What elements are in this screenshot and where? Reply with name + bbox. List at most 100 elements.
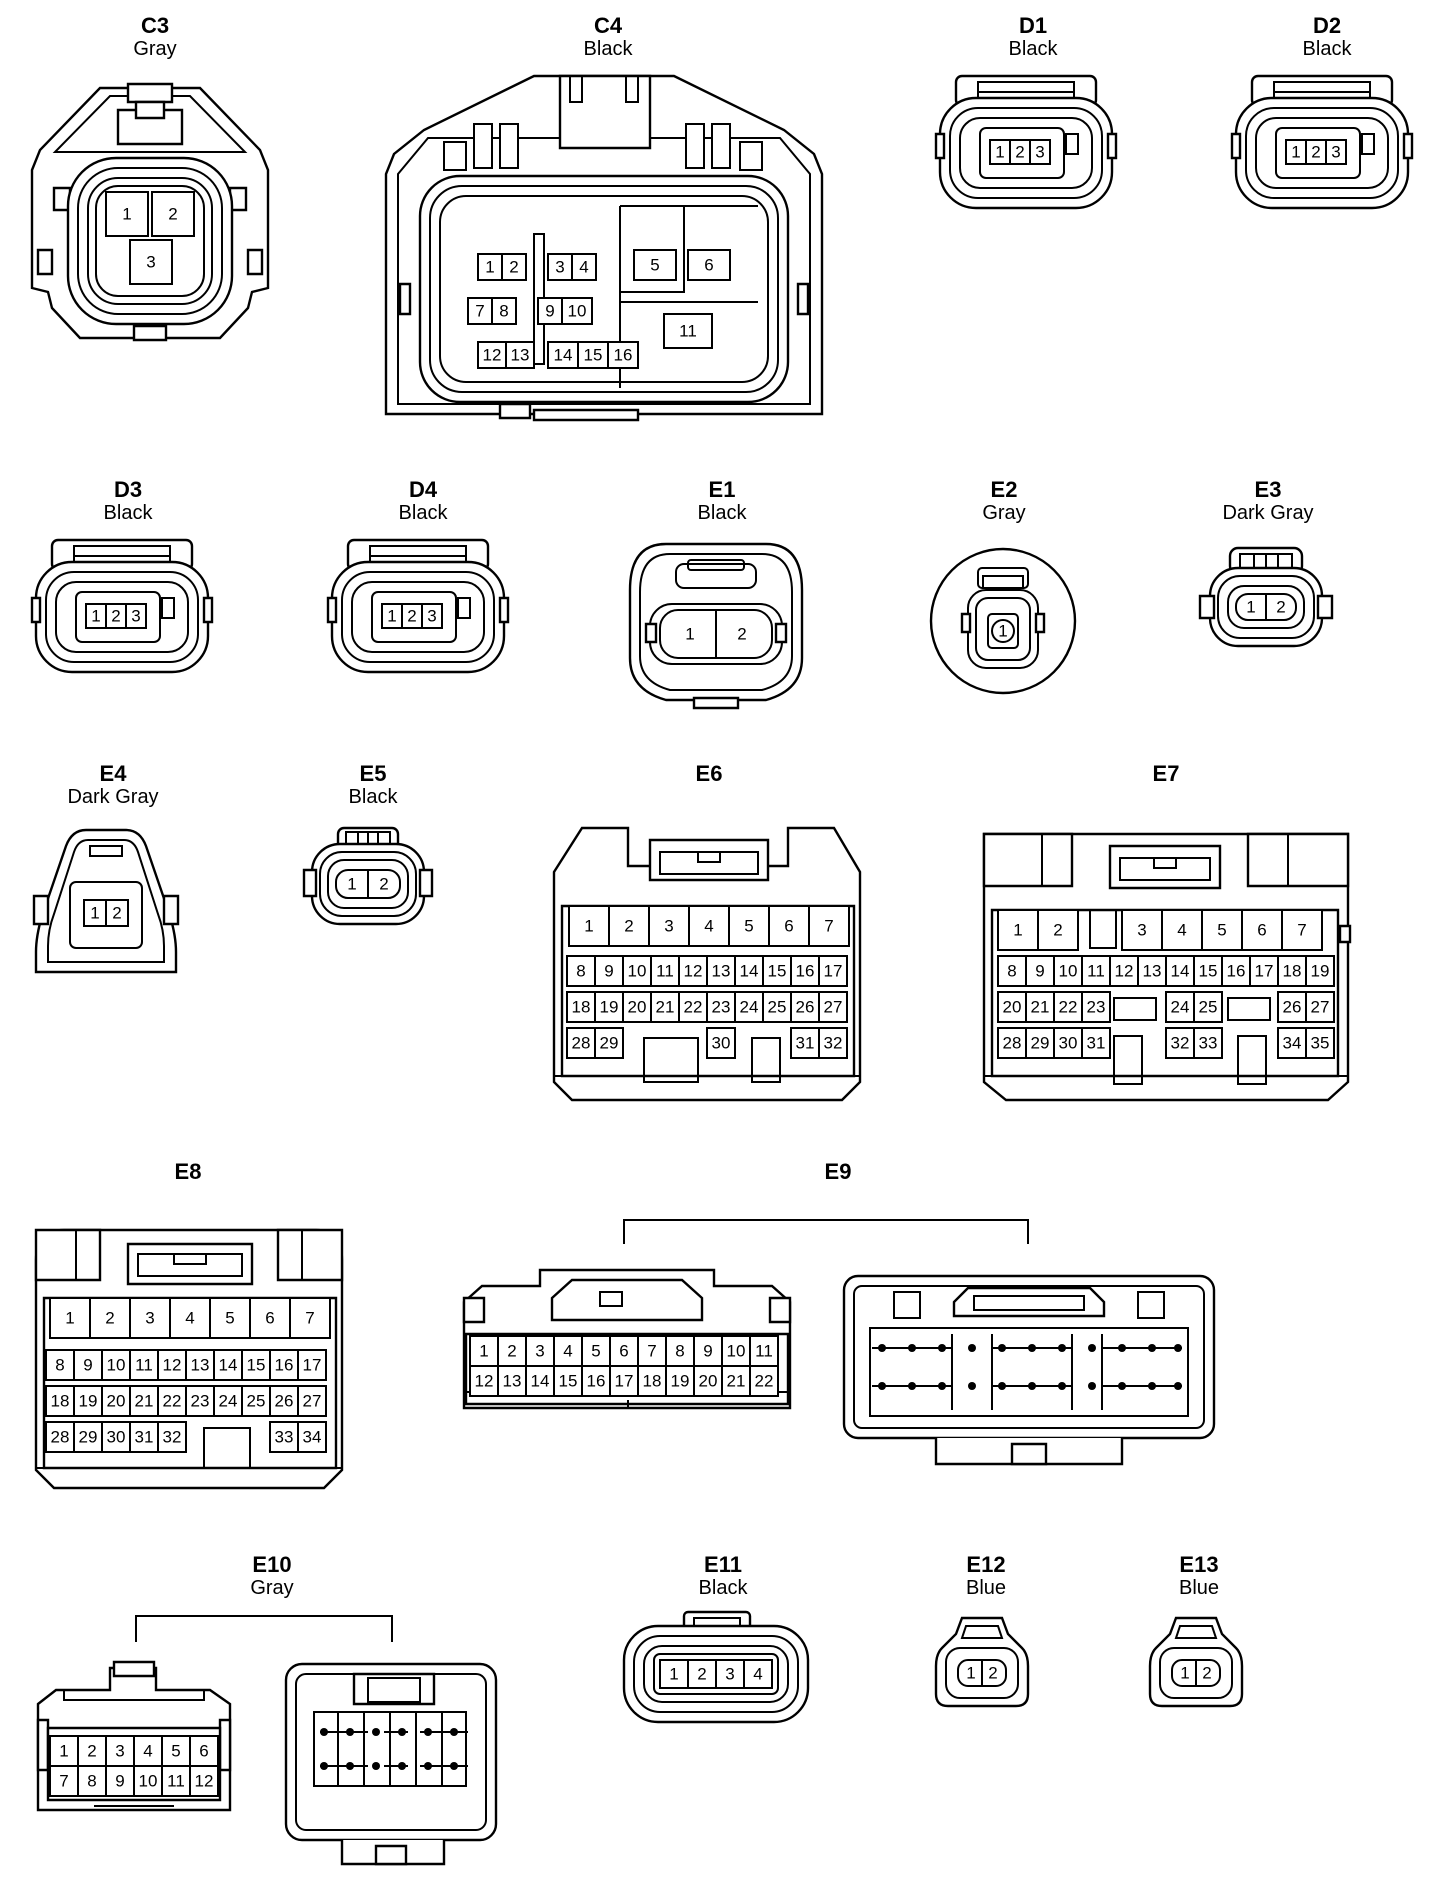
connector-name: E3 — [1254, 477, 1282, 502]
pin-label: 5 — [171, 1742, 180, 1761]
connector-d1: 1 2 3 — [934, 74, 1118, 214]
connector-name: E6 — [695, 761, 723, 786]
pin-label: 18 — [572, 998, 591, 1017]
pin-label: 3 — [145, 1309, 154, 1328]
pin-label: 25 — [247, 1392, 266, 1411]
connector-name: E7 — [1152, 761, 1180, 786]
pin-label: 26 — [275, 1392, 294, 1411]
pin-label: 11 — [135, 1356, 153, 1375]
pin-label: 23 — [1087, 998, 1106, 1017]
pin-label: 2 — [1202, 1664, 1211, 1683]
pin-label: 12 — [483, 346, 502, 365]
pin-label: 3 — [131, 607, 140, 626]
pin-label: 22 — [684, 998, 703, 1017]
pin-label: 17 — [303, 1356, 322, 1375]
connector-name: C3 — [140, 13, 170, 38]
pin-label: 6 — [265, 1309, 274, 1328]
pin-label: 2 — [112, 904, 121, 923]
pin-label: 8 — [55, 1356, 64, 1375]
pin-label: 9 — [83, 1356, 92, 1375]
connector-name: E2 — [990, 477, 1018, 502]
pin-label: 1 — [995, 143, 1004, 162]
pin-label: 28 — [51, 1428, 70, 1447]
pin-label: 1 — [91, 607, 100, 626]
pin-label: 3 — [555, 258, 564, 277]
pin-label: 7 — [824, 917, 833, 936]
connector-name: E10 — [252, 1552, 292, 1577]
pin-label: 24 — [1171, 998, 1190, 1017]
connector-name: E1 — [708, 477, 736, 502]
pin-label: 21 — [135, 1392, 154, 1411]
connector-color: Black — [398, 502, 448, 524]
connector-color: Dark Gray — [67, 786, 159, 808]
pin-label: 11 — [755, 1342, 773, 1361]
pin-label: 21 — [727, 1372, 746, 1391]
pin-label: 12 — [1115, 962, 1134, 981]
pin-label: 25 — [768, 998, 787, 1017]
pin-label: 1 — [479, 1342, 488, 1361]
pin-label: 2 — [697, 1665, 706, 1684]
pin-label: 31 — [1087, 1034, 1106, 1053]
connector-name: E4 — [99, 761, 127, 786]
connector-color: Blue — [1178, 1577, 1220, 1599]
pin-label: 4 — [185, 1309, 194, 1328]
pin-label: 16 — [796, 962, 815, 981]
pin-label: 1 — [669, 1665, 678, 1684]
pin-label: 19 — [671, 1372, 690, 1391]
connector-c4: 1 2 3 4 5 6 7 8 9 10 11 12 13 14 15 16 — [384, 74, 824, 426]
pin-label: 32 — [824, 1034, 843, 1053]
pin-label: 27 — [824, 998, 843, 1017]
pin-label: 13 — [1143, 962, 1162, 981]
pin-label: 2 — [1053, 921, 1062, 940]
pin-label: 30 — [107, 1428, 126, 1447]
pin-label: 3 — [664, 917, 673, 936]
pin-label: 15 — [247, 1356, 266, 1375]
pin-label: 15 — [584, 346, 603, 365]
pin-label: 29 — [79, 1428, 98, 1447]
pin-label: 10 — [139, 1772, 158, 1791]
pin-label: 8 — [576, 962, 585, 981]
pin-label: 2 — [1015, 143, 1024, 162]
connector-name: E13 — [1179, 1552, 1219, 1577]
connector-c3: 1 2 3 — [30, 80, 270, 350]
pin-label: 35 — [1311, 1034, 1330, 1053]
pin-label: 6 — [199, 1742, 208, 1761]
pin-label: 6 — [619, 1342, 628, 1361]
pin-label: 17 — [1255, 962, 1274, 981]
connector-e10-male — [284, 1660, 498, 1868]
pin-label: 26 — [1283, 998, 1302, 1017]
connector-d4: 1 2 3 — [326, 538, 510, 678]
connector-color: Black — [583, 38, 633, 60]
connector-name: D1 — [1018, 13, 1048, 38]
pin-label: 2 — [379, 875, 388, 894]
connector-color: Black — [103, 502, 153, 524]
pin-label: 34 — [1283, 1034, 1302, 1053]
e6-pin-grid: 1 2 3 4 5 6 7 8 9 10 11 12 13 14 15 16 1… — [567, 906, 849, 1058]
pin-label: 4 — [563, 1342, 572, 1361]
pin-label: 30 — [712, 1034, 731, 1053]
pin-label: 12 — [195, 1772, 214, 1791]
connector-color: Gray — [982, 502, 1026, 524]
pin-label: 8 — [87, 1772, 96, 1791]
pin-label: 9 — [1035, 962, 1044, 981]
pin-label: 1 — [685, 625, 694, 644]
pin-label: 32 — [163, 1428, 182, 1447]
connector-d3: 1 2 3 — [30, 538, 214, 678]
pin-label: 7 — [305, 1309, 314, 1328]
connector-e6: 1 2 3 4 5 6 7 8 9 10 11 12 13 14 15 16 1… — [552, 822, 864, 1102]
pin-label: 13 — [503, 1372, 522, 1391]
connector-name: D3 — [113, 477, 143, 502]
pin-label: 15 — [1199, 962, 1218, 981]
pin-label: 1 — [1013, 921, 1022, 940]
pin-label: 1 — [998, 622, 1007, 641]
connector-label-e9: E9 — [825, 1160, 852, 1184]
pin-label: 1 — [347, 875, 356, 894]
pin-label: 25 — [1199, 998, 1218, 1017]
connector-color: Black — [1008, 38, 1058, 60]
